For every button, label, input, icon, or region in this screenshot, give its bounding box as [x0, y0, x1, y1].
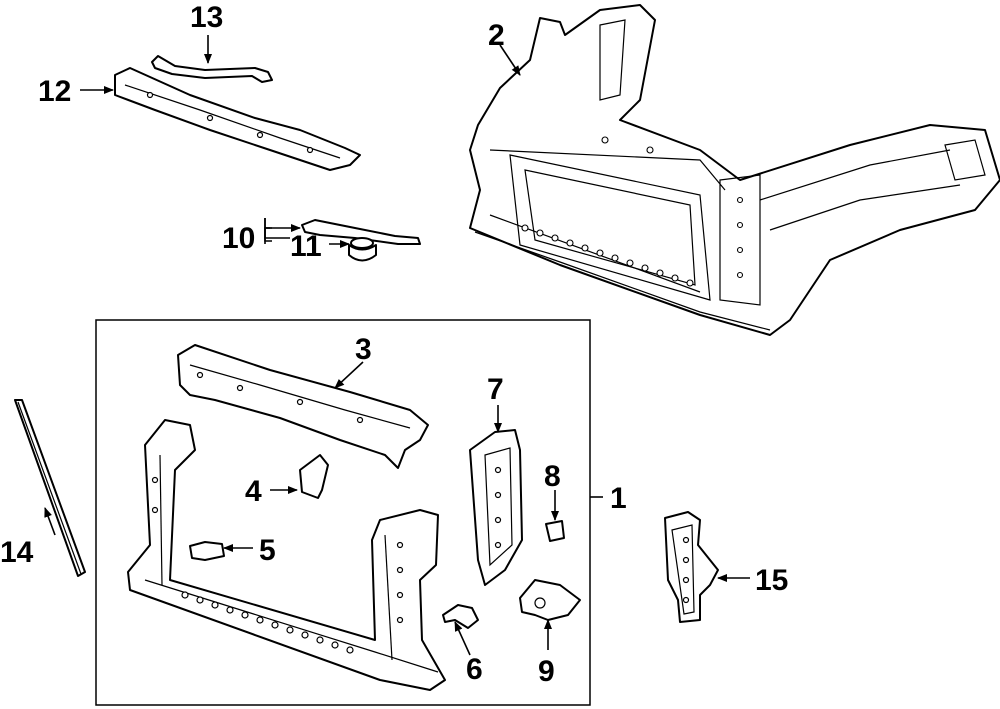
callout-7: 7: [487, 373, 504, 406]
part-8-clip[interactable]: [545, 520, 565, 542]
part-10-baffle[interactable]: [301, 219, 421, 245]
callout-9: 9: [538, 655, 555, 688]
callout-4: 4: [245, 475, 262, 508]
callout-13: 13: [190, 1, 223, 34]
part-9-bracket[interactable]: [519, 579, 581, 621]
part-4-bracket[interactable]: [299, 454, 329, 499]
callout-2: 2: [488, 19, 505, 52]
callout-labels: 2 13 12 10 11 3 7 4 8 1 5 14 15 6 9: [0, 1, 788, 688]
part-14-brace[interactable]: [14, 399, 86, 577]
part-5-bracket[interactable]: [189, 541, 225, 561]
kit-box: [95, 319, 591, 706]
callout-6: 6: [466, 653, 483, 686]
callout-12: 12: [38, 75, 71, 108]
part-13-support-rod[interactable]: [151, 55, 273, 83]
callout-10: 10: [222, 222, 255, 255]
part-7-side-panel[interactable]: [469, 429, 523, 586]
callout-15: 15: [755, 564, 788, 597]
part-lower-radiator-support[interactable]: [127, 419, 446, 691]
part-12-upper-tie-bar[interactable]: [114, 67, 361, 171]
part-2-radiator-support-assembly[interactable]: [469, 4, 1000, 336]
callout-1: 1: [610, 482, 627, 515]
part-11-grommet[interactable]: [348, 237, 377, 262]
callout-3: 3: [355, 333, 372, 366]
part-3-upper-crossmember[interactable]: [177, 344, 429, 469]
callout-8: 8: [544, 460, 561, 493]
callout-14: 14: [0, 536, 34, 569]
callout-11: 11: [290, 230, 322, 263]
part-6-bracket[interactable]: [442, 604, 479, 629]
part-15-bracket[interactable]: [664, 511, 719, 623]
group-bracket-10-11: [264, 227, 272, 242]
callout-5: 5: [259, 534, 276, 567]
